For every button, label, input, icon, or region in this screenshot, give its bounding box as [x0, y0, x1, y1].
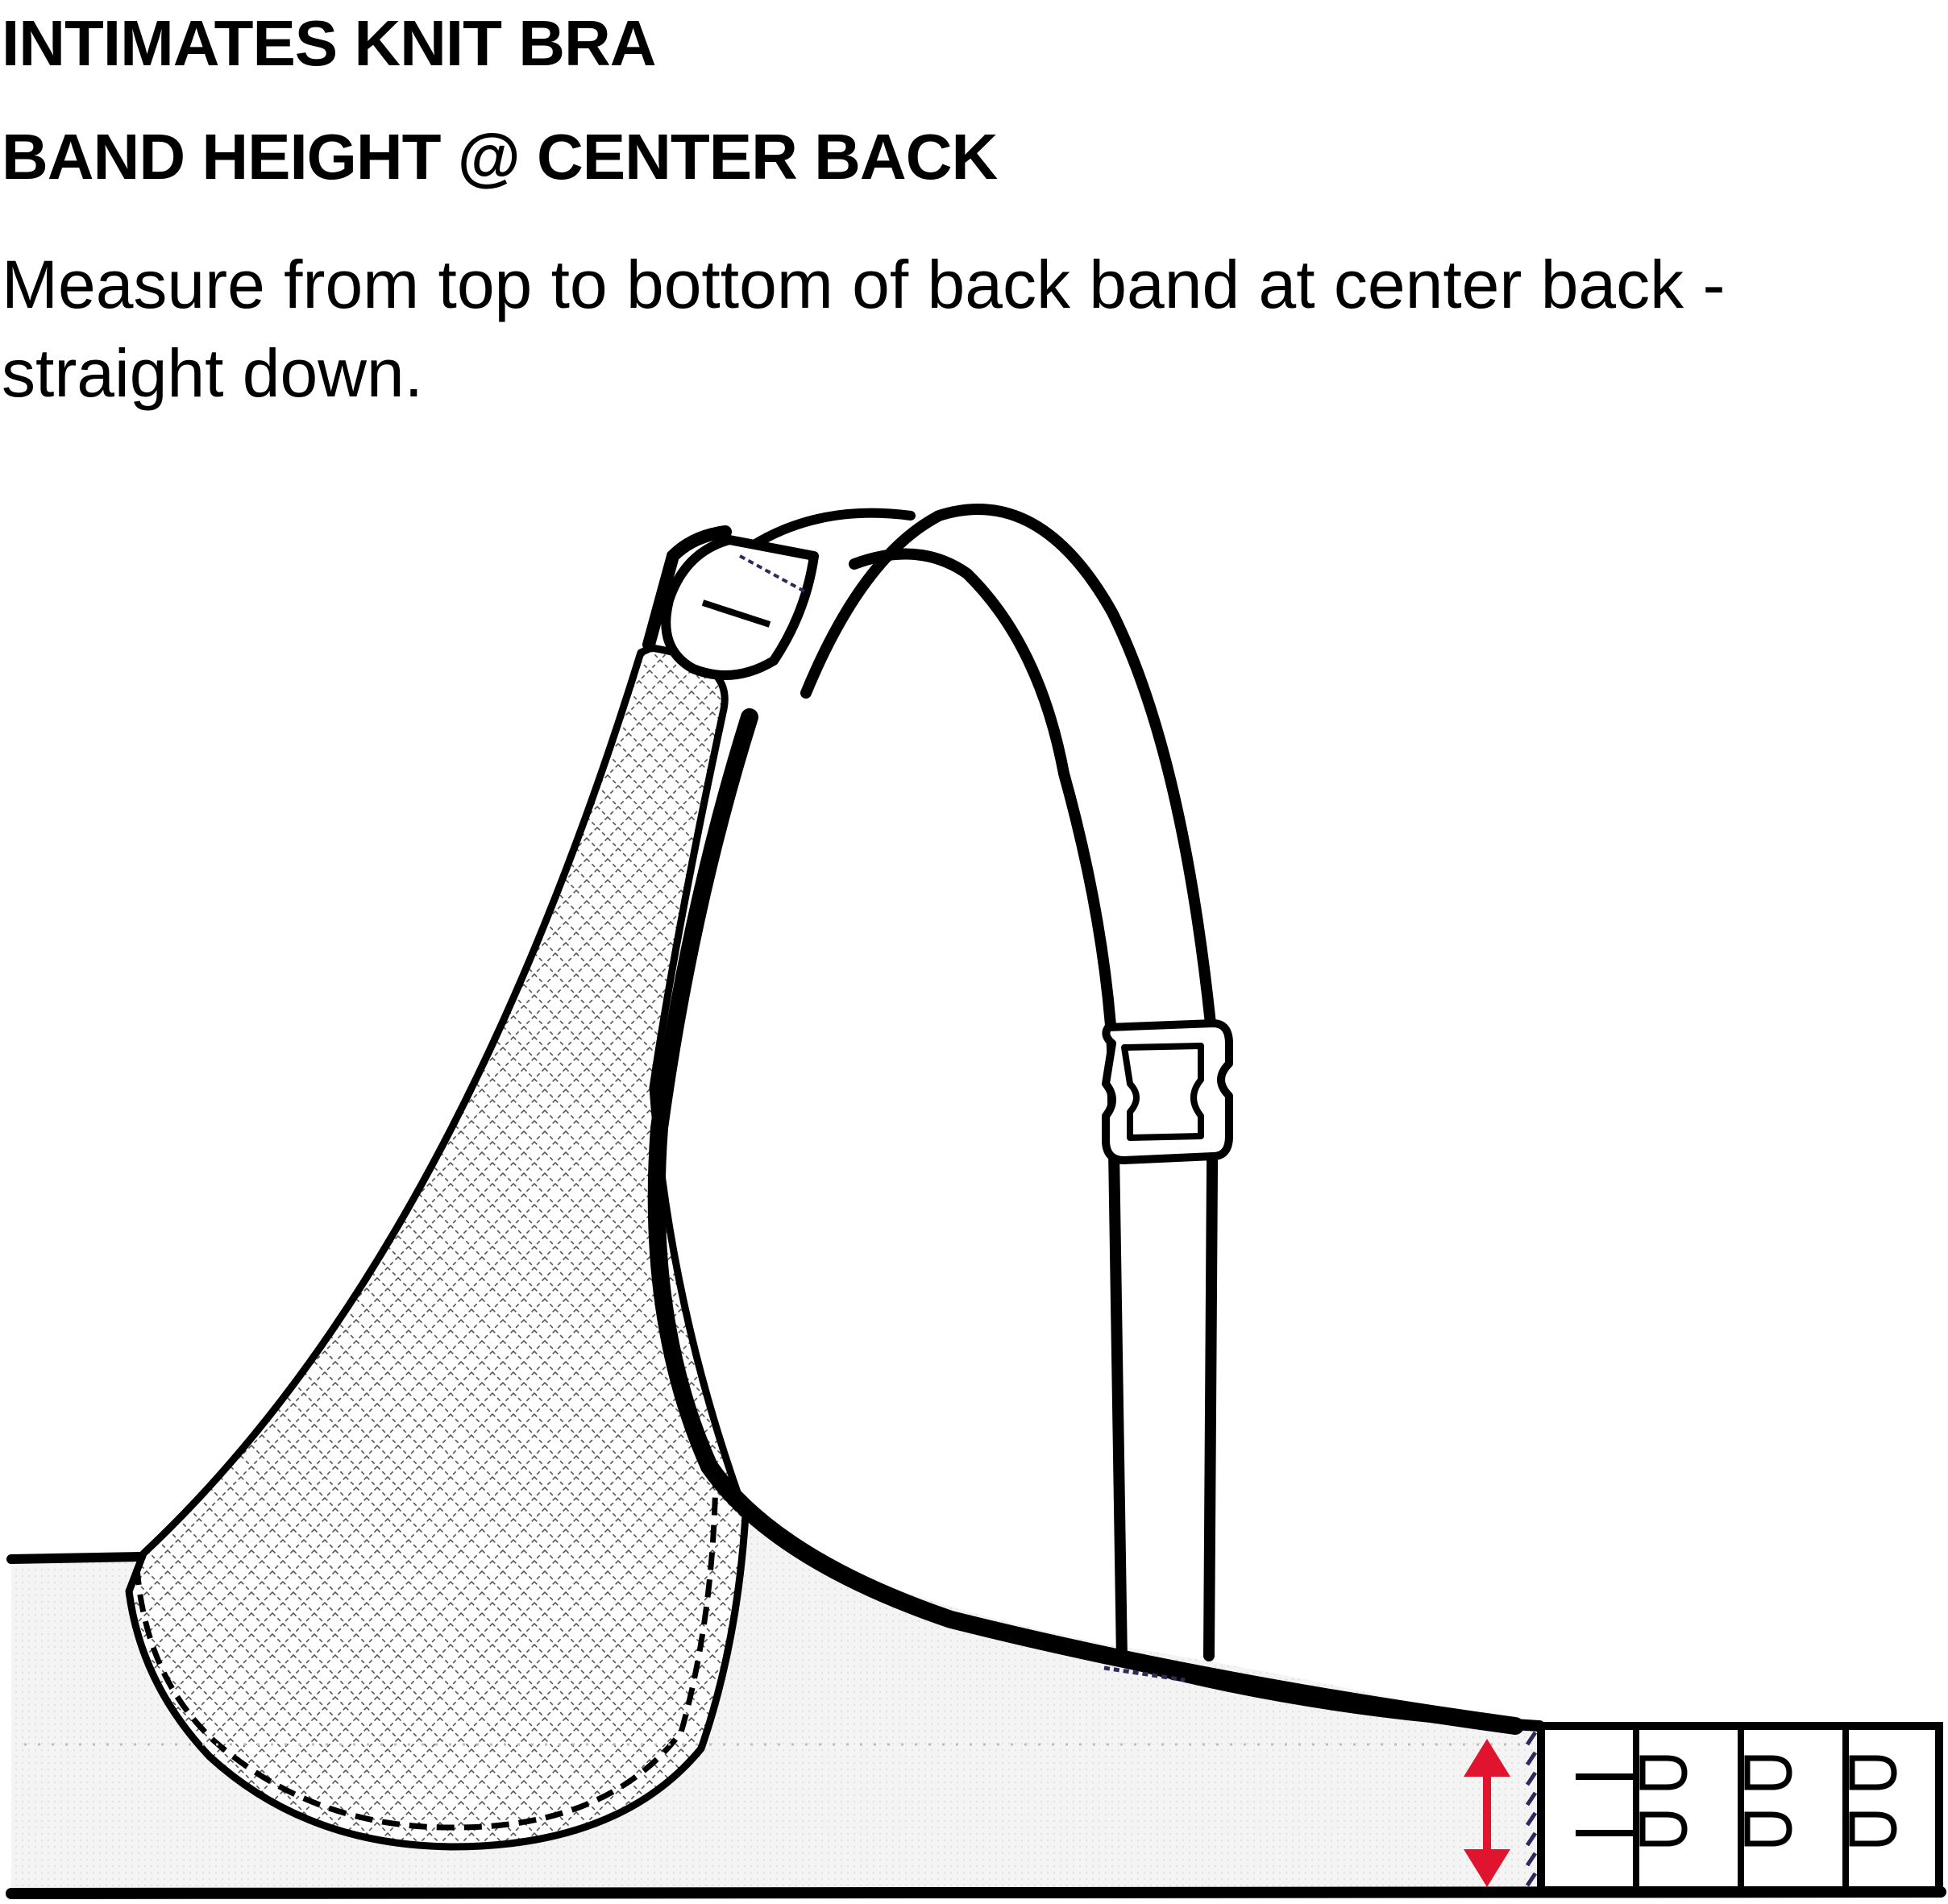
band-top-edge — [1107, 1653, 1545, 1732]
strap-bottom-stitch — [1103, 1665, 1186, 1682]
shoulder-strap-inner — [849, 548, 1128, 1665]
measurement-instruction: Measure from top to bottom of back band … — [2, 247, 1726, 411]
shoulder-strap-outer — [800, 504, 1219, 1661]
strap-top-stitch — [739, 554, 807, 594]
strap-top-loop — [661, 535, 819, 680]
page-title: INTIMATES KNIT BRA — [2, 7, 657, 79]
bra-cup — [125, 644, 750, 1851]
page-subtitle: BAND HEIGHT @ CENTER BACK — [2, 121, 998, 193]
strap-top-loop-fold — [642, 525, 732, 651]
strap-top-loop-bar — [701, 599, 771, 628]
band-top-left-edge — [6, 1552, 146, 1564]
center-back-stitch — [1525, 1731, 1538, 1887]
cup-seam-stitch — [134, 1474, 719, 1831]
back-band — [11, 1515, 1539, 1892]
strap-slider-inner — [1121, 1043, 1204, 1141]
hook-eye-closure — [1537, 1722, 1943, 1894]
band-height-measure-arrow — [1464, 1739, 1510, 1887]
